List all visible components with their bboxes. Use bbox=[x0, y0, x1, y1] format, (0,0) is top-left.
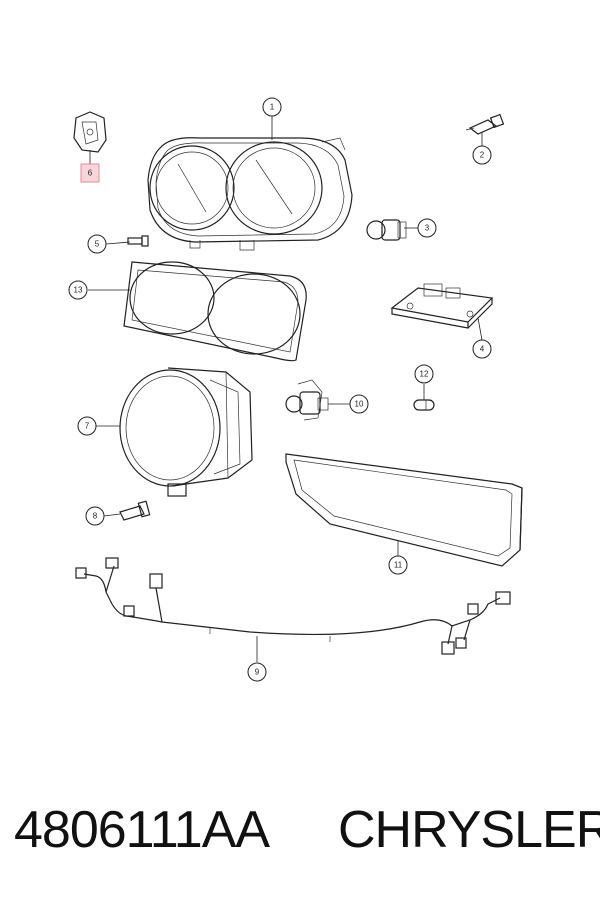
screw-8 bbox=[119, 500, 151, 521]
callout-label: 9 bbox=[255, 668, 260, 677]
callout-marker bbox=[77, 416, 97, 436]
callout-label: 10 bbox=[355, 400, 364, 409]
callout-label: 12 bbox=[420, 370, 429, 379]
headlamp-bezel bbox=[123, 261, 307, 362]
wiring-harness bbox=[75, 557, 511, 655]
callout-label: 4 bbox=[480, 345, 485, 354]
callout-marker bbox=[87, 234, 107, 254]
callout-marker bbox=[85, 506, 105, 526]
side-lamp-lens bbox=[285, 453, 523, 567]
callout-12: 12 bbox=[414, 364, 434, 384]
callout-5: 5 bbox=[87, 234, 107, 254]
callout-label: 2 bbox=[480, 151, 485, 160]
callout-marker bbox=[247, 662, 267, 682]
callout-label: 3 bbox=[425, 224, 430, 233]
callout-marker bbox=[417, 218, 437, 238]
callout-marker bbox=[414, 364, 434, 384]
brand-name: CHRYSLER bbox=[338, 801, 600, 859]
footer: 4806111AA CHRYSLER bbox=[0, 790, 600, 870]
callout-label: 13 bbox=[74, 286, 83, 295]
callout-marker bbox=[472, 145, 492, 165]
callout-3: 3 bbox=[417, 218, 437, 238]
callout-label: 6 bbox=[88, 169, 93, 178]
callout-marker bbox=[388, 555, 408, 575]
bulb-socket-small bbox=[465, 113, 505, 135]
callout-marker bbox=[472, 339, 492, 359]
callout-13: 13 bbox=[68, 280, 88, 300]
leader-lines bbox=[88, 116, 483, 662]
part-number: 4806111AA bbox=[14, 801, 270, 859]
callout-marker bbox=[68, 280, 88, 300]
callout-2: 2 bbox=[472, 145, 492, 165]
callout-label: 5 bbox=[95, 240, 100, 249]
callout-9: 9 bbox=[247, 662, 267, 682]
callout-6: 6 bbox=[80, 163, 100, 183]
callout-11: 11 bbox=[388, 555, 408, 575]
callout-label: 8 bbox=[93, 512, 98, 521]
headlamp-housing bbox=[147, 137, 353, 251]
fog-bulb bbox=[285, 379, 329, 421]
callout-7: 7 bbox=[77, 416, 97, 436]
callout-label: 7 bbox=[85, 422, 90, 431]
callout-marker bbox=[262, 97, 282, 117]
small-bulb bbox=[413, 399, 435, 411]
bulb bbox=[366, 219, 407, 241]
callout-marker bbox=[80, 163, 100, 183]
bracket-clip bbox=[73, 111, 107, 153]
callout-label: 11 bbox=[394, 561, 403, 570]
ballast-module bbox=[390, 283, 494, 329]
callout-8: 8 bbox=[85, 506, 105, 526]
fog-lamp bbox=[119, 367, 253, 497]
callout-10: 10 bbox=[349, 394, 369, 414]
callout-1: 1 bbox=[262, 97, 282, 117]
callout-marker bbox=[349, 394, 369, 414]
screw-5 bbox=[127, 235, 149, 247]
callout-4: 4 bbox=[472, 339, 492, 359]
callout-label: 1 bbox=[270, 103, 275, 112]
